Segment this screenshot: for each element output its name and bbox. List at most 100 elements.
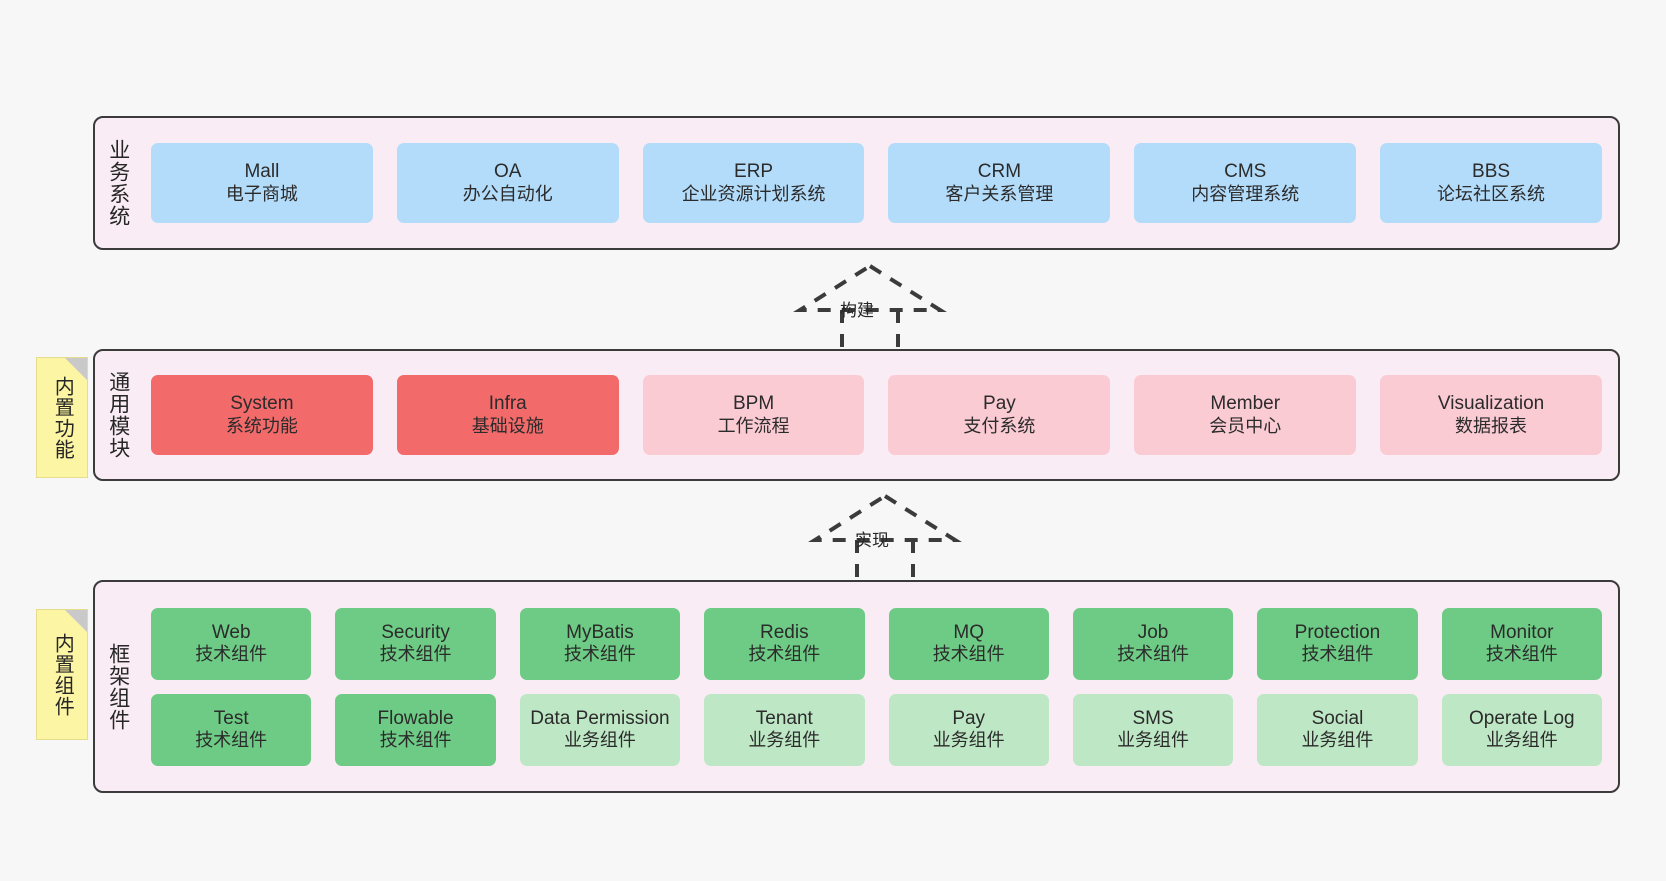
- layer-title-common: 通用模块: [106, 371, 130, 459]
- card-title-cn: 基础设施: [471, 415, 544, 436]
- card-title-cn: 技术组件: [195, 644, 268, 665]
- card-title-cn: 客户关系管理: [945, 183, 1054, 204]
- layer-body-business: Mall 电子商城 OA 办公自动化 ERP 企业资源计划系统 CRM 客户关系…: [141, 118, 1618, 248]
- layer-framework-components[interactable]: 框架组件 Web 技术组件 Security 技术组件 MyBatis 技术组件…: [93, 580, 1620, 793]
- card-title-en: Tenant: [755, 707, 813, 729]
- card-system[interactable]: System 系统功能: [151, 375, 373, 455]
- card-job[interactable]: Job 技术组件: [1072, 607, 1234, 680]
- card-title-cn: 技术组件: [563, 644, 636, 665]
- card-title-cn: 会员中心: [1209, 415, 1282, 436]
- card-sms[interactable]: SMS 业务组件: [1072, 693, 1234, 766]
- card-title-cn: 业务组件: [1117, 730, 1190, 751]
- card-title-cn: 系统功能: [225, 415, 298, 436]
- card-mq[interactable]: MQ 技术组件: [888, 607, 1049, 680]
- layer-common-modules[interactable]: 通用模块 System 系统功能 Infra 基础设施 BPM 工作流程 Pay…: [93, 349, 1620, 481]
- card-title-en: OA: [494, 161, 522, 183]
- card-social[interactable]: Social 业务组件: [1257, 693, 1418, 766]
- card-title-cn: 企业资源计划系统: [681, 183, 826, 204]
- card-bbs[interactable]: BBS 论坛社区系统: [1380, 143, 1602, 223]
- connector-build-label: 构建: [840, 301, 874, 320]
- card-title-en: Member: [1210, 393, 1281, 415]
- card-pay[interactable]: Pay 支付系统: [888, 375, 1111, 455]
- layer-body-common: System 系统功能 Infra 基础设施 BPM 工作流程 Pay 支付系统…: [141, 351, 1618, 479]
- card-title-en: Flowable: [377, 707, 454, 729]
- card-title-en: Pay: [952, 707, 986, 729]
- card-pay-business[interactable]: Pay 业务组件: [888, 693, 1049, 766]
- card-title-en: Redis: [760, 621, 809, 643]
- card-operate-log[interactable]: Operate Log 业务组件: [1441, 693, 1602, 766]
- card-row: Mall 电子商城 OA 办公自动化 ERP 企业资源计划系统 CRM 客户关系…: [151, 143, 1602, 223]
- card-redis[interactable]: Redis 技术组件: [704, 607, 865, 680]
- card-title-cn: 技术组件: [195, 730, 268, 751]
- card-title-en: Test: [213, 707, 249, 729]
- card-row: System 系统功能 Infra 基础设施 BPM 工作流程 Pay 支付系统…: [151, 375, 1602, 455]
- card-title-cn: 业务组件: [563, 730, 636, 751]
- note-fold-corner-icon: [65, 610, 87, 632]
- card-title-cn: 论坛社区系统: [1437, 183, 1546, 204]
- card-cms[interactable]: CMS 内容管理系统: [1134, 143, 1357, 223]
- card-title-cn: 技术组件: [379, 644, 452, 665]
- card-title-en: Operate Log: [1468, 707, 1575, 729]
- card-title-cn: 技术组件: [748, 644, 821, 665]
- card-monitor[interactable]: Monitor 技术组件: [1441, 607, 1602, 680]
- card-security[interactable]: Security 技术组件: [335, 607, 496, 680]
- card-title-cn: 支付系统: [963, 415, 1036, 436]
- card-title-en: System: [230, 393, 294, 415]
- card-visualization[interactable]: Visualization 数据报表: [1380, 375, 1602, 455]
- layer-business-systems[interactable]: 业务系统 Mall 电子商城 OA 办公自动化 ERP 企业资源计划系统 CRM…: [93, 116, 1620, 250]
- card-crm[interactable]: CRM 客户关系管理: [888, 143, 1111, 223]
- card-title-cn: 数据报表: [1455, 415, 1528, 436]
- card-data-permission[interactable]: Data Permission 业务组件: [519, 693, 681, 766]
- card-tenant[interactable]: Tenant 业务组件: [704, 693, 865, 766]
- card-title-cn: 技术组件: [932, 644, 1005, 665]
- card-title-en: MQ: [953, 621, 984, 643]
- card-title-en: BBS: [1472, 161, 1511, 183]
- layer-body-framework: Web 技术组件 Security 技术组件 MyBatis 技术组件 Redi…: [141, 582, 1618, 791]
- card-title-cn: 工作流程: [717, 415, 790, 436]
- card-row: Web 技术组件 Security 技术组件 MyBatis 技术组件 Redi…: [151, 607, 1602, 680]
- card-title-cn: 技术组件: [1301, 644, 1374, 665]
- card-web[interactable]: Web 技术组件: [151, 607, 312, 680]
- card-title-en: Data Permission: [530, 707, 670, 729]
- card-title-en: ERP: [734, 161, 774, 183]
- sticky-note-label: 内置组件: [51, 632, 74, 717]
- card-title-cn: 办公自动化: [462, 183, 553, 204]
- card-title-cn: 电子商城: [225, 183, 298, 204]
- sticky-note-builtin-component[interactable]: 内置组件: [36, 609, 88, 740]
- card-title-en: BPM: [732, 393, 775, 415]
- card-protection[interactable]: Protection 技术组件: [1257, 607, 1418, 680]
- card-title-en: SMS: [1132, 707, 1174, 729]
- card-title-en: Social: [1311, 707, 1364, 729]
- layer-title-framework: 框架组件: [106, 642, 130, 731]
- card-mybatis[interactable]: MyBatis 技术组件: [519, 607, 681, 680]
- card-title-en: Web: [211, 621, 251, 643]
- card-title-en: Monitor: [1490, 621, 1554, 643]
- card-erp[interactable]: ERP 企业资源计划系统: [642, 143, 865, 223]
- card-mall[interactable]: Mall 电子商城: [151, 143, 373, 223]
- card-test[interactable]: Test 技术组件: [151, 693, 312, 766]
- card-title-en: Infra: [488, 393, 527, 415]
- card-title-cn: 技术组件: [379, 730, 452, 751]
- card-infra[interactable]: Infra 基础设施: [396, 375, 619, 455]
- card-oa[interactable]: OA 办公自动化: [396, 143, 619, 223]
- generalization-arrow-up-icon: [793, 263, 947, 354]
- generalization-arrow-up-icon: [808, 493, 962, 584]
- card-title-en: Mall: [244, 161, 280, 183]
- connector-implement-label: 实现: [855, 531, 889, 550]
- card-title-en: CMS: [1224, 161, 1267, 183]
- sticky-note-builtin-function[interactable]: 内置功能: [36, 357, 88, 478]
- card-title-cn: 业务组件: [748, 730, 821, 751]
- card-title-cn: 内容管理系统: [1191, 183, 1300, 204]
- card-title-en: Visualization: [1437, 393, 1545, 415]
- card-title-en: Pay: [983, 393, 1016, 415]
- card-title-en: CRM: [977, 161, 1022, 183]
- card-bpm[interactable]: BPM 工作流程: [642, 375, 865, 455]
- card-title-cn: 业务组件: [932, 730, 1005, 751]
- card-title-en: MyBatis: [566, 621, 634, 643]
- note-fold-corner-icon: [65, 358, 87, 380]
- card-flowable[interactable]: Flowable 技术组件: [335, 693, 496, 766]
- card-title-cn: 业务组件: [1485, 730, 1558, 751]
- sticky-note-label: 内置功能: [51, 375, 74, 460]
- card-member[interactable]: Member 会员中心: [1134, 375, 1357, 455]
